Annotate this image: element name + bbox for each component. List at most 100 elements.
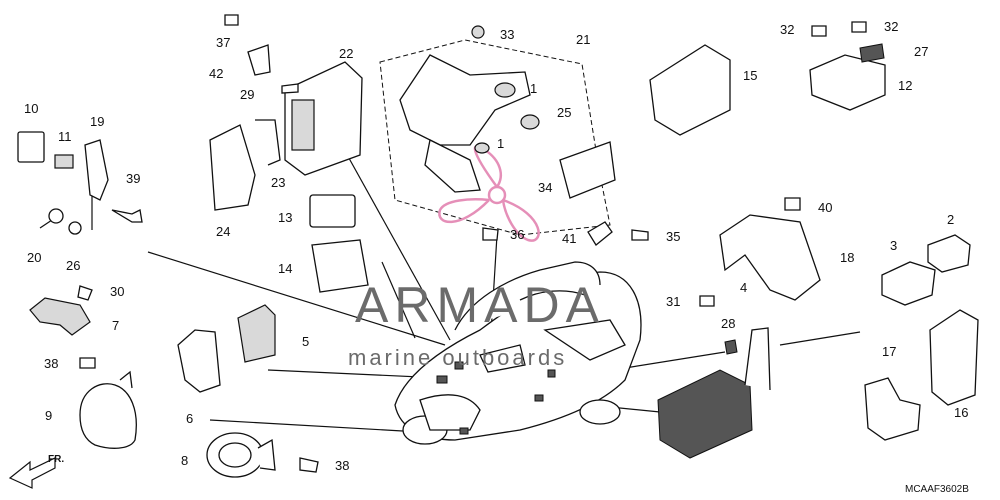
callout-9: 9 — [45, 408, 52, 423]
callout-28: 28 — [721, 316, 735, 331]
part-29-screw — [281, 83, 299, 94]
assembly-box-21 — [379, 39, 611, 236]
motorcycle-illustration — [394, 261, 642, 445]
part-34-pad — [559, 141, 616, 199]
part-38-bolt-a — [79, 357, 96, 369]
callout-1: 1 — [497, 136, 504, 151]
callout-18: 18 — [840, 250, 854, 265]
part-26-grommet — [68, 221, 82, 235]
callout-7: 7 — [112, 318, 119, 333]
callout-3: 3 — [890, 238, 897, 253]
callout-32: 32 — [884, 19, 898, 34]
watermark-brand: ARMADA — [355, 277, 605, 333]
callout-42: 42 — [209, 66, 223, 81]
callout-36: 36 — [510, 227, 524, 242]
part-1-grommet-b — [474, 142, 490, 154]
part-2-connector — [927, 234, 971, 273]
callout-22: 22 — [339, 46, 353, 61]
callout-20: 20 — [27, 250, 41, 265]
part-16-cover — [929, 309, 979, 406]
callout-34: 34 — [538, 180, 552, 195]
part-18-bracket — [719, 214, 821, 301]
part-24-bracket — [209, 124, 256, 211]
callout-32: 32 — [780, 22, 794, 37]
callout-1: 1 — [530, 81, 537, 96]
part-38-bolt-b — [299, 457, 319, 473]
front-label: FR. — [48, 454, 64, 465]
callout-19: 19 — [90, 114, 104, 129]
part-28-clip — [724, 339, 738, 355]
part-35-bolt — [631, 229, 649, 241]
part-37-screw — [224, 14, 239, 26]
part-32-screw-b — [851, 21, 867, 33]
front-arrow-icon — [8, 457, 56, 489]
part-36-bolt — [482, 227, 499, 241]
callout-41: 41 — [562, 231, 576, 246]
part-5-pad — [237, 304, 276, 363]
part-27-connector — [859, 43, 885, 63]
part-1-grommet-a — [494, 82, 516, 98]
callout-6: 6 — [186, 411, 193, 426]
callout-29: 29 — [240, 87, 254, 102]
callout-26: 26 — [66, 258, 80, 273]
callout-40: 40 — [818, 200, 832, 215]
callout-38: 38 — [44, 356, 58, 371]
part-30-bolt — [77, 285, 93, 301]
part-25-grommet — [520, 114, 540, 130]
part-6-bracket — [177, 329, 221, 393]
callout-33: 33 — [500, 27, 514, 42]
part-32-screw-a — [811, 25, 827, 37]
watermark: ARMADA marine outboards — [348, 145, 605, 370]
part-23-stay — [255, 119, 281, 166]
part-31-bolt — [699, 295, 715, 307]
callouts: 1 1 2 3 4 5 6 7 8 9 10 11 12 13 14 15 16… — [24, 19, 968, 473]
callout-27: 27 — [914, 44, 928, 59]
callout-10: 10 — [24, 101, 38, 116]
callout-37: 37 — [216, 35, 230, 50]
callout-16: 16 — [954, 405, 968, 420]
part-4-regulator — [657, 369, 753, 459]
part-14-holder — [311, 239, 369, 293]
parts — [17, 14, 979, 478]
part-17-bracket — [864, 377, 921, 441]
part-11-block — [54, 154, 74, 169]
watermark-tagline: marine outboards — [348, 345, 567, 370]
callout-15: 15 — [743, 68, 757, 83]
diagram-code: MCAAF3602B — [905, 484, 969, 495]
part-3-relay — [881, 261, 936, 306]
callout-13: 13 — [278, 210, 292, 225]
callout-11: 11 — [58, 129, 72, 144]
part-42-clip — [247, 44, 271, 76]
callout-39: 39 — [126, 171, 140, 186]
part-12-module — [809, 54, 886, 111]
callout-5: 5 — [302, 334, 309, 349]
part-9-horn — [79, 383, 137, 449]
callout-23: 23 — [271, 175, 285, 190]
callout-35: 35 — [666, 229, 680, 244]
callout-31: 31 — [666, 294, 680, 309]
callout-4: 4 — [740, 280, 747, 295]
callout-38: 38 — [335, 458, 349, 473]
part-33-nut — [471, 25, 485, 39]
callout-21: 21 — [576, 32, 590, 47]
part-10-relay — [17, 131, 45, 163]
front-direction-indicator: FR. — [8, 454, 64, 489]
part-41-clamp — [587, 221, 613, 246]
callout-2: 2 — [947, 212, 954, 227]
part-21-stay-assembly — [399, 54, 531, 146]
callout-14: 14 — [278, 261, 292, 276]
callout-12: 12 — [898, 78, 912, 93]
part-15-ecu — [649, 44, 731, 136]
part-7-bracket — [29, 297, 91, 336]
part-39-bolt — [111, 209, 143, 223]
callout-17: 17 — [882, 344, 896, 359]
part-13-connector — [309, 194, 356, 228]
part-40-bolt — [784, 197, 801, 211]
part-19-bracket — [84, 139, 109, 201]
part-20-grommet — [48, 208, 64, 224]
callout-24: 24 — [216, 224, 230, 239]
callout-25: 25 — [557, 105, 571, 120]
callout-30: 30 — [110, 284, 124, 299]
callout-8: 8 — [181, 453, 188, 468]
